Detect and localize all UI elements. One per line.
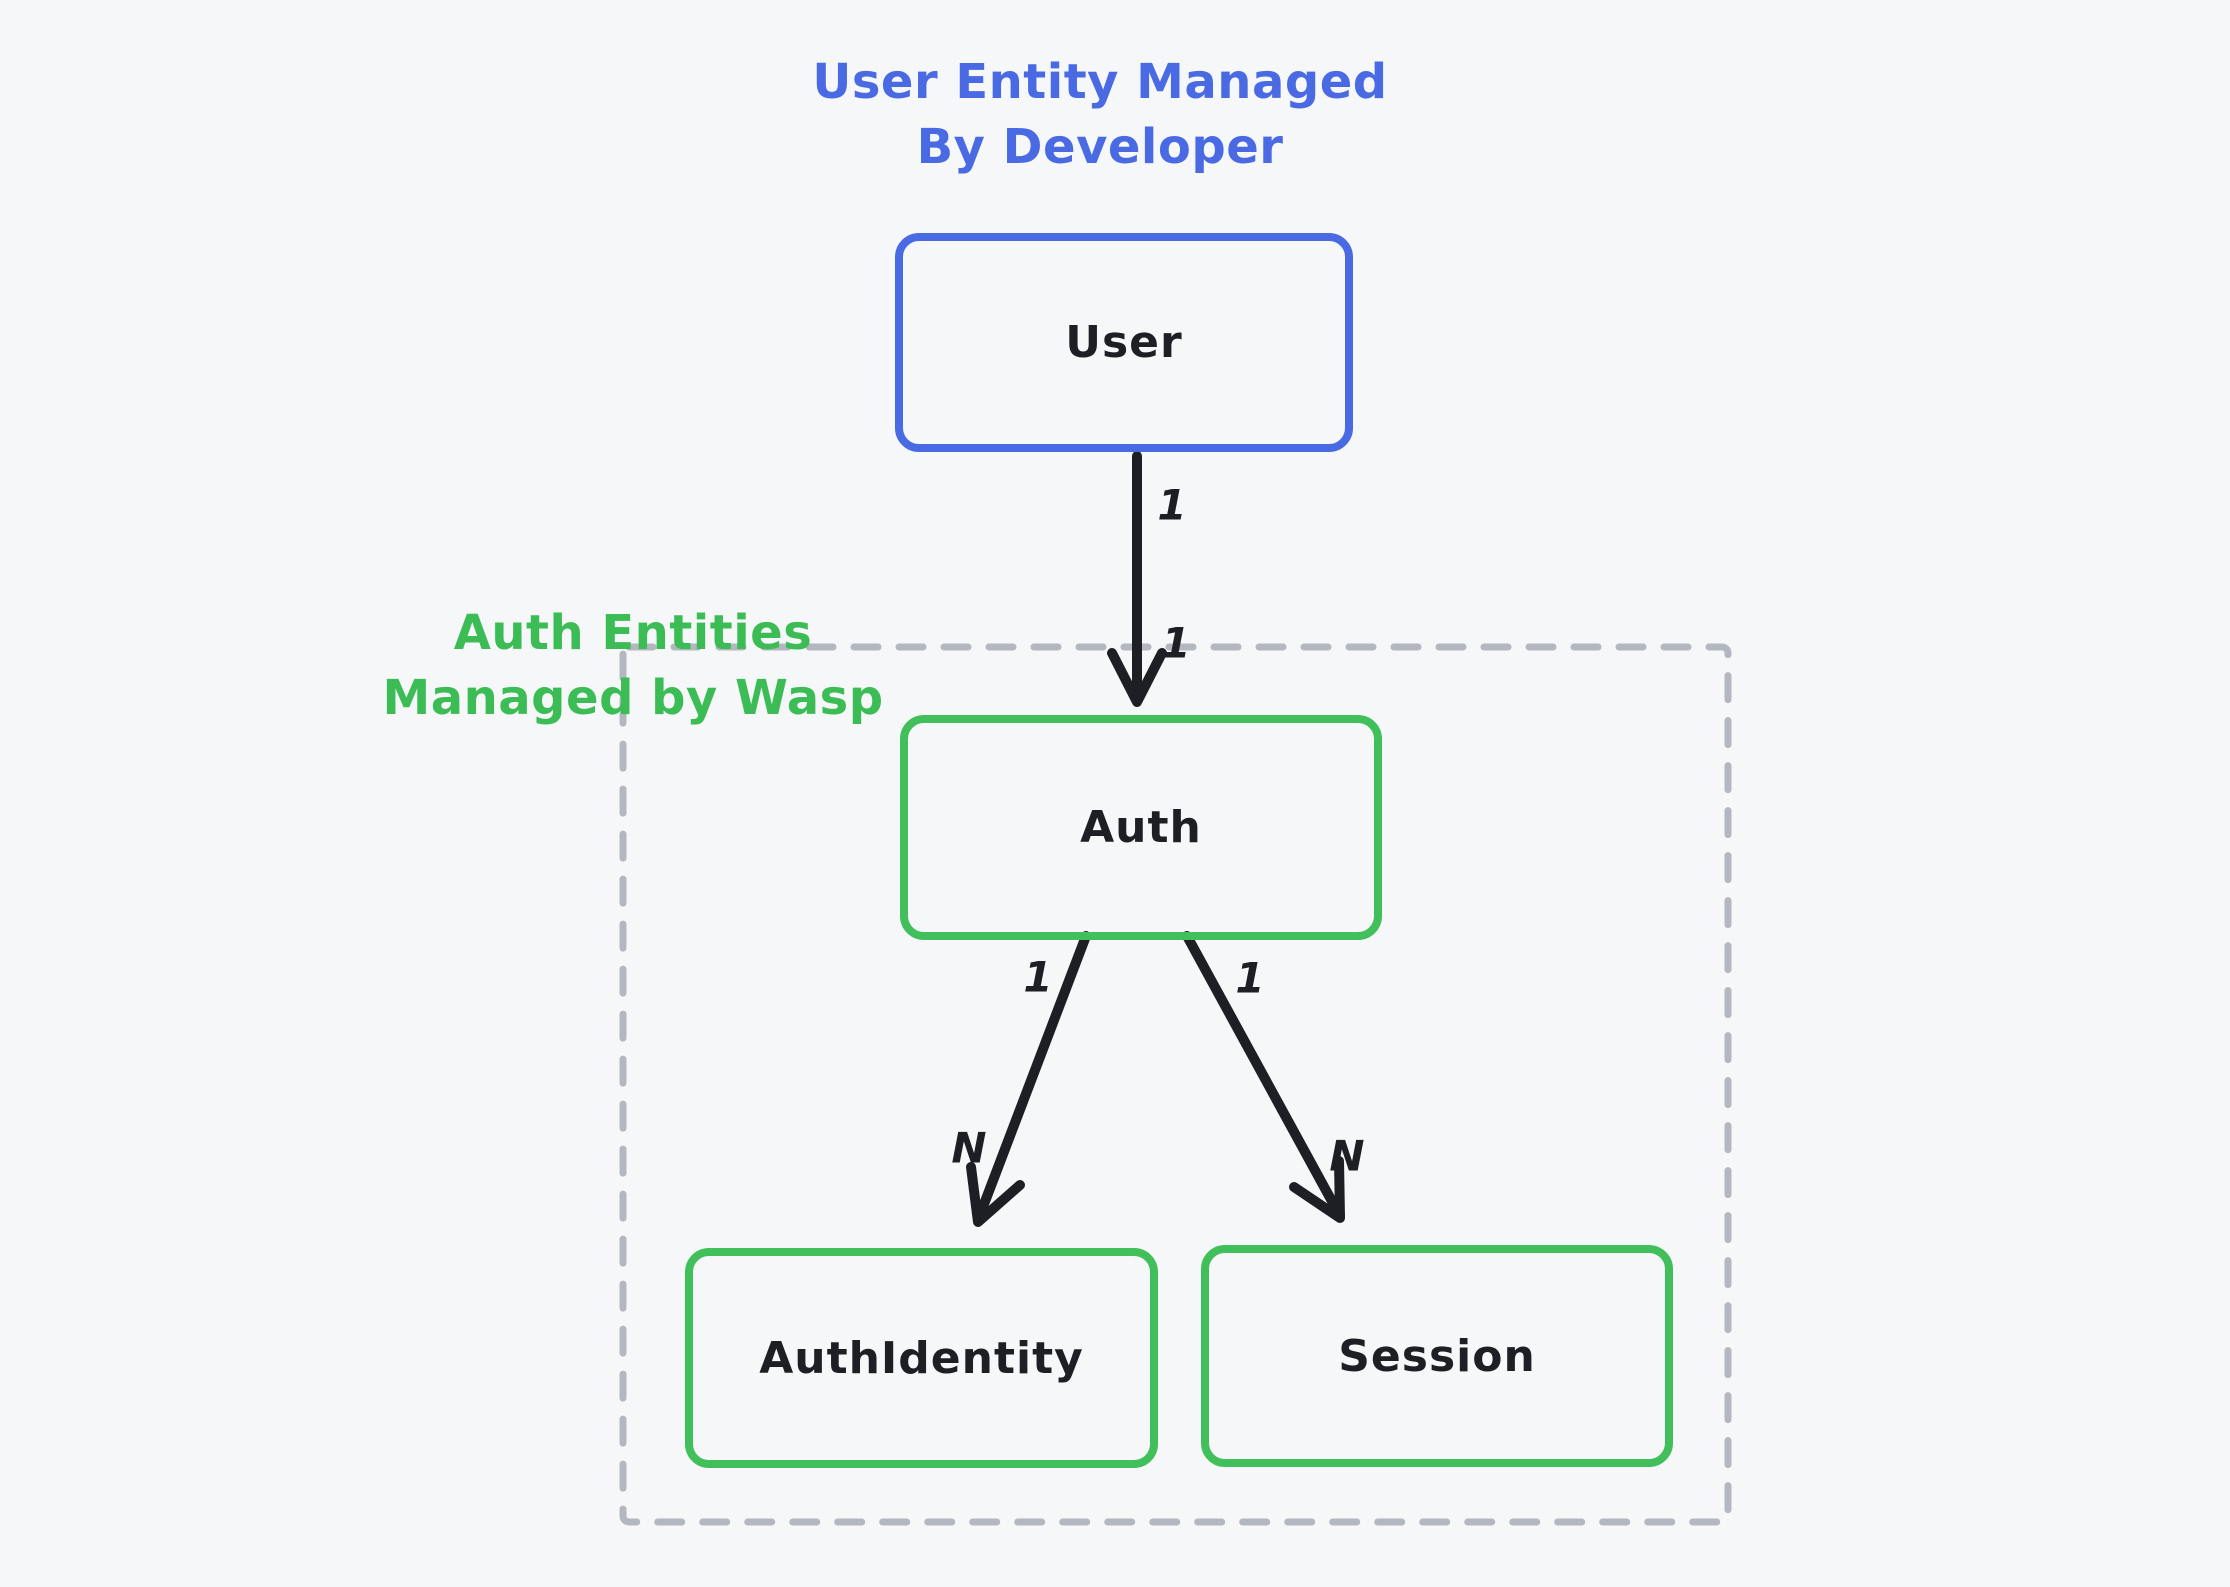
edge-auth-authidentity-target-cardinality: N	[951, 1123, 987, 1173]
node-auth-identity: AuthIdentity	[685, 1248, 1158, 1468]
edge-auth-session-target-cardinality: N	[1329, 1131, 1365, 1181]
node-session-label: Session	[1338, 1330, 1536, 1382]
node-user-label: User	[1065, 317, 1183, 368]
edge-user-auth-target-cardinality: 1	[1161, 618, 1191, 668]
node-auth: Auth	[900, 715, 1382, 940]
node-user: User	[895, 233, 1353, 452]
edge-auth-session-source-cardinality: 1	[1235, 953, 1265, 1003]
edge-auth-authidentity-arrow	[966, 931, 1091, 1227]
title-user-entity: User Entity Managed By Developer	[812, 54, 1388, 175]
node-auth-identity-label: AuthIdentity	[759, 1332, 1084, 1384]
edge-auth-authidentity-source-cardinality: 1	[1023, 952, 1053, 1002]
node-session: Session	[1201, 1245, 1673, 1467]
node-auth-label: Auth	[1080, 802, 1202, 853]
edge-user-auth-source-cardinality: 1	[1157, 480, 1187, 530]
auth-group-boundary	[619, 643, 1732, 1526]
edge-auth-session-arrow	[1182, 931, 1345, 1223]
edge-user-auth-arrow	[1107, 451, 1167, 707]
auth-group-label: Auth Entities Managed by Wasp	[382, 605, 884, 726]
